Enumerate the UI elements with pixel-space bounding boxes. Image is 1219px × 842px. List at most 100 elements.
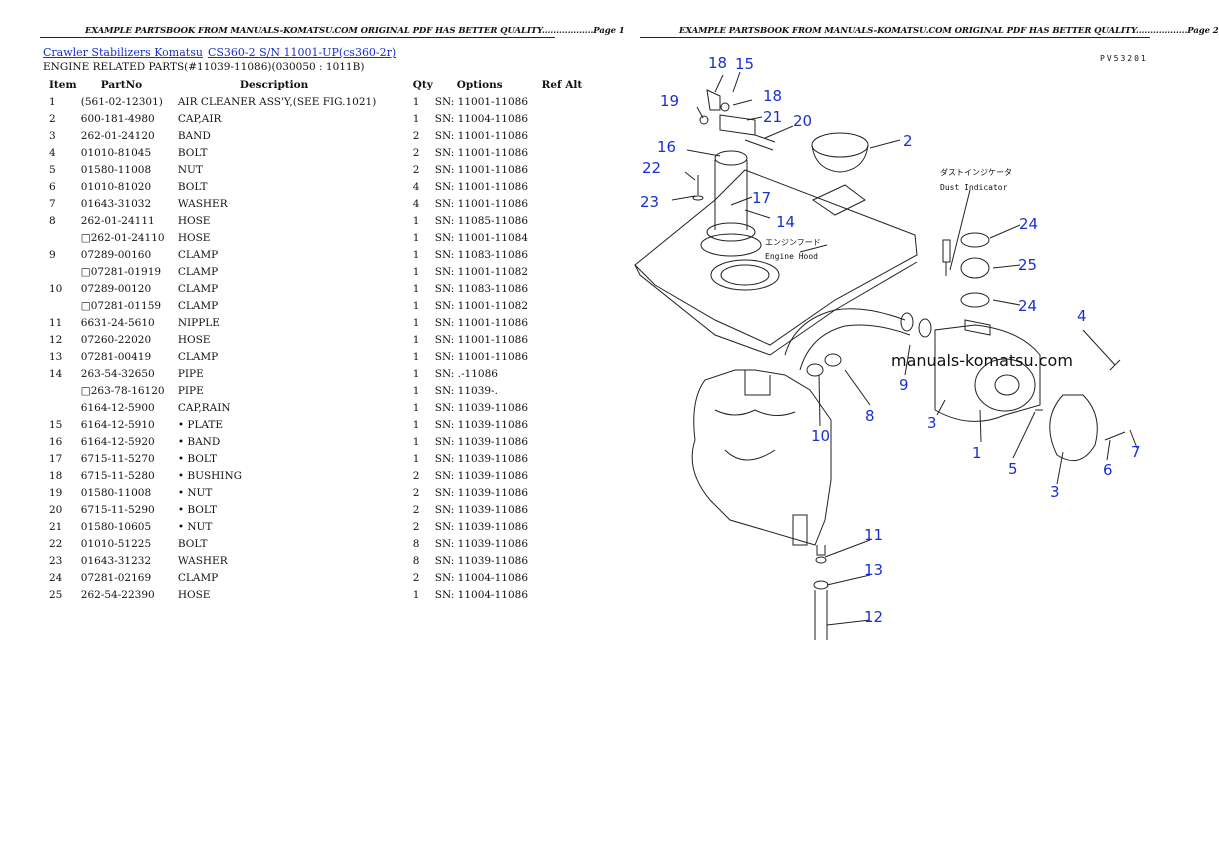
- cell-partno: 6164-12-5900: [80, 401, 155, 414]
- callout-22: 22: [642, 159, 661, 177]
- parts-list-page: EXAMPLE PARTSBOOK FROM MANUALS-KOMATSU.C…: [0, 0, 625, 842]
- cell-description: CAP,RAIN: [177, 401, 231, 414]
- air-cleaner-shape: [934, 324, 1041, 422]
- cell-qty: 1: [412, 435, 420, 448]
- cell-description: BOLT: [177, 537, 208, 550]
- exploded-diagram: エンジンフード Engine Hood ダストインジケータ Dust Indic…: [634, 54, 1141, 640]
- cell-partno: 6631-24-5610: [80, 316, 155, 329]
- cell-partno: □07281-01919: [80, 265, 162, 278]
- diagram-code: PV53201: [1100, 54, 1148, 63]
- cell-description: WASHER: [177, 197, 228, 210]
- cell-qty: 1: [412, 367, 420, 380]
- column-header-ref-alt: Ref Alt: [541, 79, 583, 91]
- cell-qty: 2: [412, 520, 420, 533]
- breadcrumb-model-link[interactable]: CS360-2 S/N 11001-UP(cs360-2r): [207, 46, 397, 59]
- engine-hood-jp-label: エンジンフード: [765, 238, 821, 247]
- cell-description: CAP,AIR: [177, 112, 222, 125]
- cell-partno: 262-01-24111: [80, 214, 155, 227]
- cell-qty: 4: [412, 197, 420, 210]
- cell-item: 8: [49, 214, 56, 227]
- cell-options: SN: 11039-11086: [434, 469, 528, 482]
- callout-20: 20: [793, 112, 812, 130]
- cell-options: SN: 11001-11086: [434, 95, 528, 108]
- cell-partno: 6715-11-5290: [80, 503, 155, 516]
- cell-partno: 600-181-4980: [80, 112, 155, 125]
- engine-hood-en-label: Engine Hood: [765, 252, 818, 261]
- cell-qty: 1: [412, 316, 420, 329]
- cell-partno: 07281-02169: [80, 571, 152, 584]
- cell-ref-alt: [542, 586, 595, 603]
- cell-description: • BAND: [177, 435, 221, 448]
- cell-description: • NUT: [177, 486, 213, 499]
- callout-9: 9: [899, 376, 909, 394]
- cell-ref-alt: [542, 501, 595, 518]
- cell-item: 12: [49, 333, 63, 346]
- callout-16: 16: [657, 138, 676, 156]
- cell-partno: 01643-31232: [80, 554, 152, 567]
- cell-item: 13: [49, 350, 63, 363]
- cell-qty: 2: [412, 503, 420, 516]
- header-rule: [40, 37, 555, 38]
- cell-item: 3: [49, 129, 56, 142]
- callout-15: 15: [735, 55, 754, 73]
- callout-18: 18: [763, 87, 782, 105]
- cell-qty: 1: [412, 231, 420, 244]
- cell-partno: (561-02-12301): [80, 95, 163, 108]
- callout-6: 6: [1103, 461, 1113, 479]
- breadcrumb-category-link[interactable]: Crawler Stabilizers Komatsu: [43, 46, 203, 59]
- cell-qty: 8: [412, 537, 420, 550]
- breadcrumb: Crawler Stabilizers Komatsu CS360-2 S/N 1…: [43, 46, 396, 59]
- cell-partno: 07281-00419: [80, 350, 152, 363]
- dust-indicator-jp-label: ダストインジケータ: [940, 167, 1012, 177]
- cell-options: SN: 11001-11086: [434, 197, 528, 210]
- cell-item: 4: [49, 146, 56, 159]
- callout-12: 12: [864, 608, 883, 626]
- cell-qty: 1: [412, 248, 420, 261]
- callout-4: 4: [1077, 307, 1087, 325]
- cell-ref-alt: [542, 365, 595, 382]
- cell-item: [43, 382, 81, 399]
- cell-description: CLAMP: [177, 282, 219, 295]
- column-header-description: Description: [239, 79, 309, 91]
- dust-indicator-en-label: Dust Indicator: [940, 183, 1008, 192]
- cell-item: 14: [49, 367, 63, 380]
- callout-21: 21: [763, 108, 782, 126]
- cell-qty: 1: [412, 452, 420, 465]
- cell-ref-alt: [542, 552, 595, 569]
- cell-partno: 6164-12-5920: [80, 435, 155, 448]
- cell-options: SN: 11004-11086: [434, 571, 528, 584]
- cell-description: BOLT: [177, 146, 208, 159]
- cell-qty: 1: [412, 214, 420, 227]
- cell-qty: 4: [412, 180, 420, 193]
- cell-qty: 1: [412, 299, 420, 312]
- cell-partno: □07281-01159: [80, 299, 162, 312]
- cell-options: SN: 11001-11086: [434, 180, 528, 193]
- callout-23: 23: [640, 193, 659, 211]
- cell-options: SN: 11039-.: [434, 384, 498, 397]
- cell-ref-alt: [542, 433, 595, 450]
- cell-item: 23: [49, 554, 63, 567]
- cell-qty: 1: [412, 384, 420, 397]
- callout-25: 25: [1018, 256, 1037, 274]
- cell-options: SN: 11039-11086: [434, 503, 528, 516]
- cell-item: 24: [49, 571, 63, 584]
- column-header-item: Item: [49, 79, 77, 91]
- cell-options: SN: 11039-11086: [434, 486, 528, 499]
- header-rule: [640, 37, 1150, 38]
- callout-14: 14: [776, 213, 795, 231]
- cell-description: PIPE: [177, 384, 204, 397]
- cell-options: SN: 11004-11086: [434, 588, 528, 601]
- cell-partno: 01010-51225: [80, 537, 152, 550]
- cell-qty: 2: [412, 486, 420, 499]
